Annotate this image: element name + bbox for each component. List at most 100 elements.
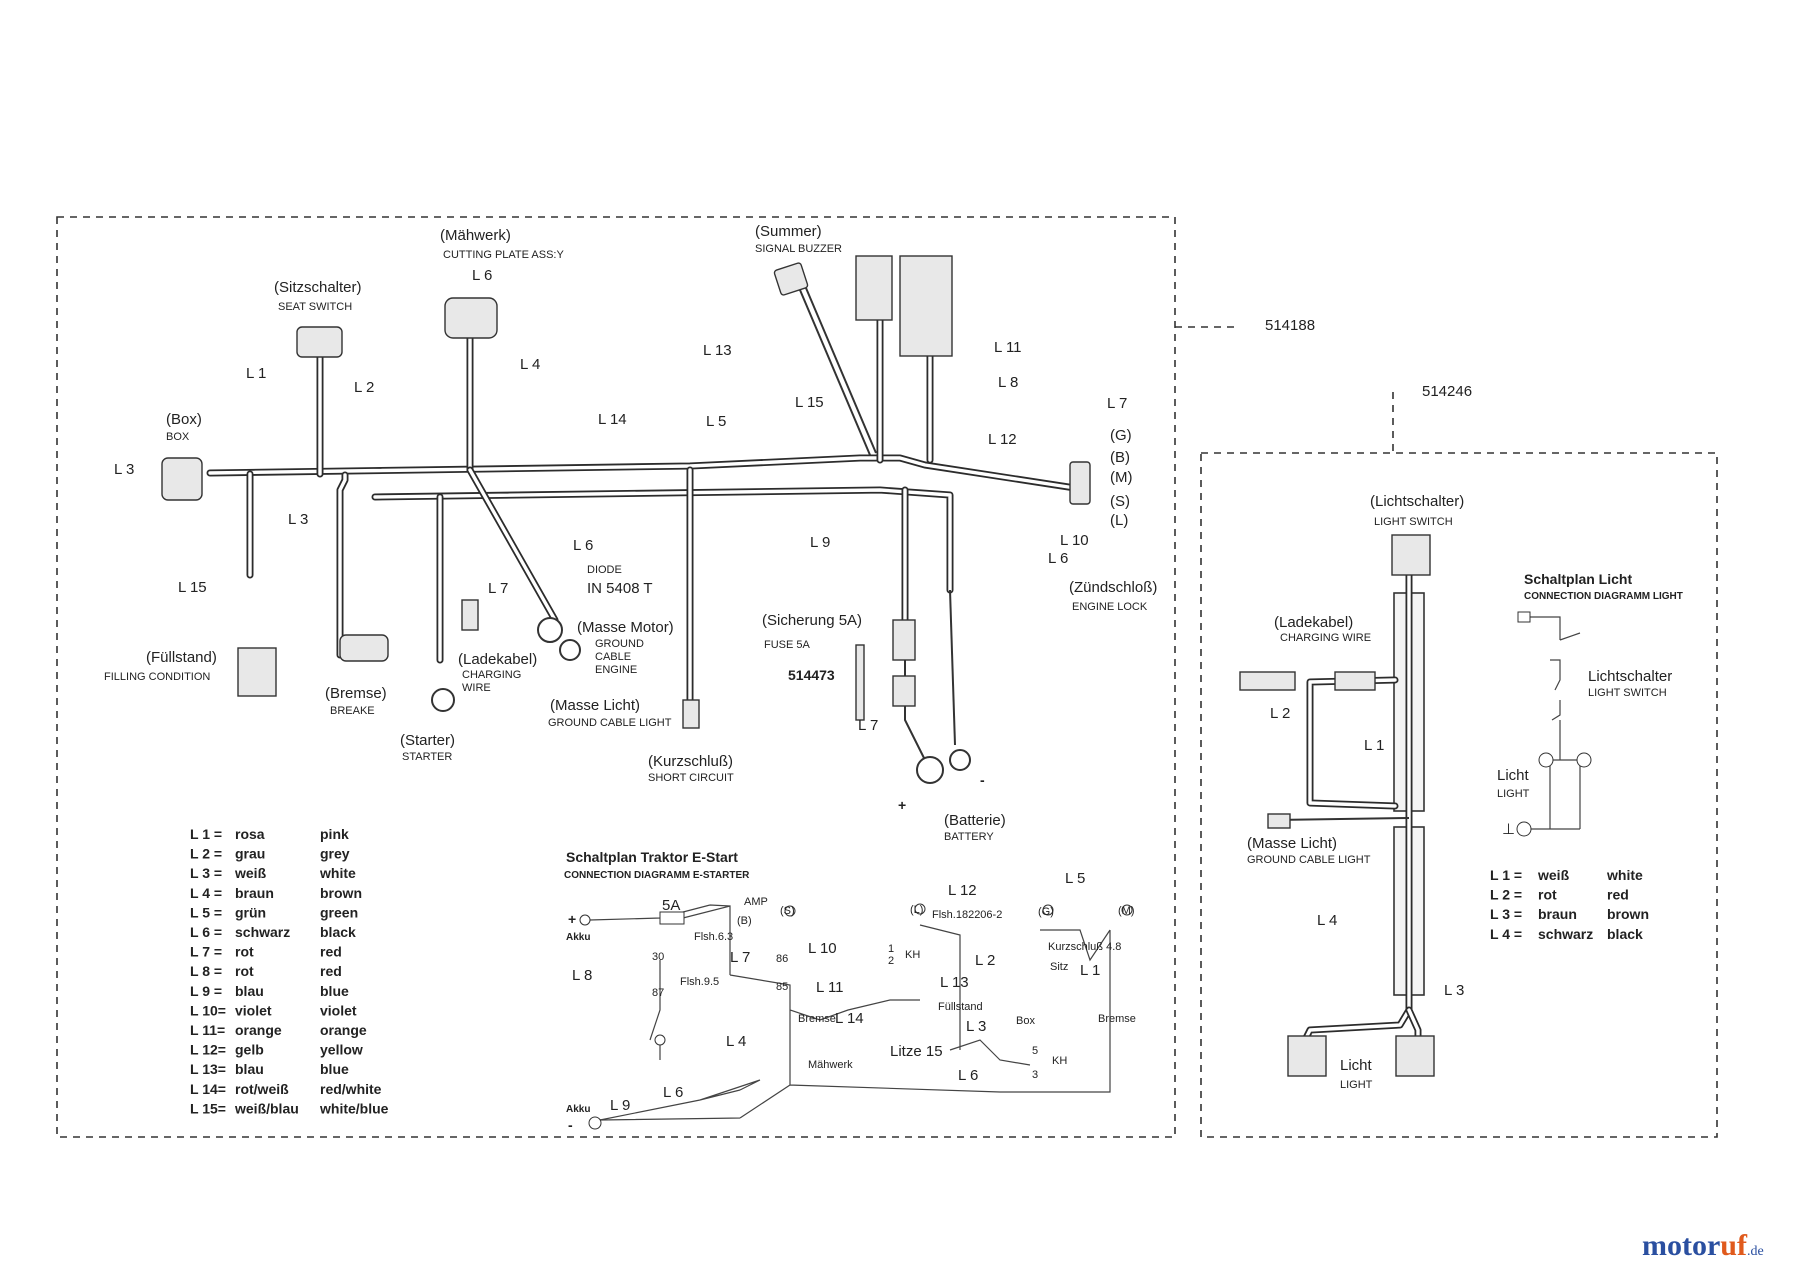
light-diagram-title: Schaltplan Licht — [1524, 571, 1632, 587]
estart-n1: 1 — [888, 943, 894, 955]
legend-main-code-5: L 5 = — [190, 904, 222, 920]
legend-main-en-13: blue — [320, 1061, 349, 1077]
estart-n30: 30 — [652, 951, 664, 963]
box-label-en: BOX — [166, 431, 190, 443]
battery-label-en: BATTERY — [944, 831, 994, 843]
buzzer-label: (Summer) — [755, 223, 822, 240]
battery-label: (Batterie) — [944, 812, 1006, 829]
light-wire-l2: L 2 — [1270, 705, 1290, 722]
estart-n86: 86 — [776, 953, 788, 965]
brake-connector — [339, 634, 389, 662]
estart-n5: 5 — [1032, 1045, 1038, 1057]
legend-main-code-14: L 14= — [190, 1081, 226, 1097]
ground-light-label-en: GROUND CABLE LIGHT — [548, 717, 672, 729]
legend-main-de-5: grün — [235, 904, 266, 920]
mower-label: (Mähwerk) — [440, 227, 511, 244]
estart-l: (L) — [910, 904, 923, 916]
estart-minus: - — [568, 1117, 573, 1133]
ground-motor-label-en2: CABLE — [595, 651, 631, 663]
legend-light-de-1: weiß — [1537, 867, 1570, 883]
relay-block-left — [855, 255, 893, 321]
charging-wire-label: (Ladekabel) — [458, 651, 537, 668]
legend-main-code-3: L 3 = — [190, 865, 222, 881]
short-circuit-label: (Kurzschluß) — [648, 753, 733, 770]
legend-main-en-15: white/blue — [319, 1100, 389, 1116]
estart-l11: L 11 — [816, 979, 844, 996]
signal-buzzer-connector — [773, 262, 809, 296]
site-logo: motoruf.de — [1642, 1229, 1764, 1262]
light-schematic: Schaltplan Licht CONNECTION DIAGRAMM LIG… — [1497, 571, 1683, 838]
main-harness — [206, 296, 1079, 704]
estart-kh-1: KH — [905, 949, 920, 961]
starter-eyelet — [431, 688, 455, 712]
wire-label-l13: L 13 — [703, 342, 732, 359]
light-switch-label-en: LIGHT SWITCH — [1374, 516, 1453, 528]
estart-amp: AMP — [744, 896, 768, 908]
legend-main-de-4: braun — [235, 885, 274, 901]
legend-main-code-6: L 6 = — [190, 924, 222, 940]
light-charge-label-en: CHARGING WIRE — [1280, 632, 1371, 644]
light-switch-label: (Lichtschalter) — [1370, 493, 1464, 510]
light-diagram-ground: ⊥ — [1502, 821, 1515, 838]
light-lamp-label-en: LIGHT — [1340, 1079, 1373, 1091]
legend-main-code-13: L 13= — [190, 1061, 226, 1077]
estart-schematic: Schaltplan Traktor E-Start CONNECTION DI… — [564, 849, 1136, 1133]
estart-fuellstand: Füllstand — [938, 1001, 983, 1013]
wire-label-l14: L 14 — [598, 411, 627, 428]
light-diagram-light: Licht — [1497, 767, 1530, 784]
legend-main-code-15: L 15= — [190, 1100, 226, 1116]
wire-label-l10: L 10 — [1060, 532, 1089, 549]
light-harness: (Lichtschalter) LIGHT SWITCH (Ladekabel)… — [1239, 493, 1464, 1091]
legend-main-de-6: schwarz — [235, 924, 290, 940]
wire-label-l9: L 9 — [810, 534, 830, 551]
legend-main-en-2: grey — [320, 846, 350, 862]
legend-main-de-2: grau — [235, 846, 265, 862]
wire-label-l6: L 6 — [1048, 550, 1068, 567]
estart-l8: L 8 — [572, 967, 592, 984]
legend-main-en-14: red/white — [320, 1081, 382, 1097]
seat-switch-connector — [296, 326, 343, 358]
legend-main-de-10: violet — [235, 1002, 272, 1018]
estart-s: (S) — [780, 905, 795, 917]
legend-light-de-2: rot — [1538, 887, 1557, 903]
brake-label: (Bremse) — [325, 685, 387, 702]
estart-l10: L 10 — [808, 940, 837, 957]
ground-motor-eyelet — [537, 617, 563, 643]
charging-wire-connector — [461, 599, 479, 631]
wire-label-l8: L 8 — [998, 374, 1018, 391]
buzzer-label-en: SIGNAL BUZZER — [755, 243, 842, 255]
logo-main: motor — [1642, 1229, 1720, 1262]
wire-label-l15: L 15 — [795, 394, 824, 411]
short-circuit-label-en: SHORT CIRCUIT — [648, 772, 734, 784]
box-connector — [161, 457, 203, 501]
light-wire-l3: L 3 — [1444, 982, 1464, 999]
relay-block-right — [899, 255, 953, 357]
estart-l4: L 4 — [726, 1033, 746, 1050]
battery-minus-eyelet — [949, 749, 971, 771]
legend-light-code-1: L 1 = — [1490, 867, 1522, 883]
legend-main-de-12: gelb — [235, 1042, 264, 1058]
estart-b: (B) — [737, 915, 752, 927]
light-wire-l4: L 4 — [1317, 912, 1337, 929]
legend-main-en-5: green — [320, 904, 358, 920]
seat-switch-label: (Sitzschalter) — [274, 279, 362, 296]
legend-main-en-3: white — [319, 865, 356, 881]
wire-label-l1: L 1 — [246, 365, 266, 382]
legend-light-en-1: white — [1606, 867, 1643, 883]
legend-main-en-6: black — [320, 924, 356, 940]
estart-l7: L 7 — [730, 949, 750, 966]
light-diagram-subtitle: CONNECTION DIAGRAMM LIGHT — [1524, 591, 1683, 602]
fuse-5a — [855, 644, 865, 721]
legend-main-de-13: blau — [235, 1061, 264, 1077]
estart-box: Box — [1016, 1015, 1035, 1027]
legend-main-de-11: orange — [235, 1022, 282, 1038]
legend-main-code-12: L 12= — [190, 1042, 226, 1058]
wire-label-l3-box: L 3 — [114, 461, 134, 478]
legend-light-de-3: braun — [1538, 906, 1577, 922]
wire-label-l4: L 4 — [520, 356, 540, 373]
legend-main-de-15: weiß/blau — [234, 1100, 299, 1116]
wire-label-l5: L 5 — [706, 413, 726, 430]
ground-motor-label-en1: GROUND — [595, 638, 644, 650]
legend-main-en-10: violet — [320, 1002, 357, 1018]
